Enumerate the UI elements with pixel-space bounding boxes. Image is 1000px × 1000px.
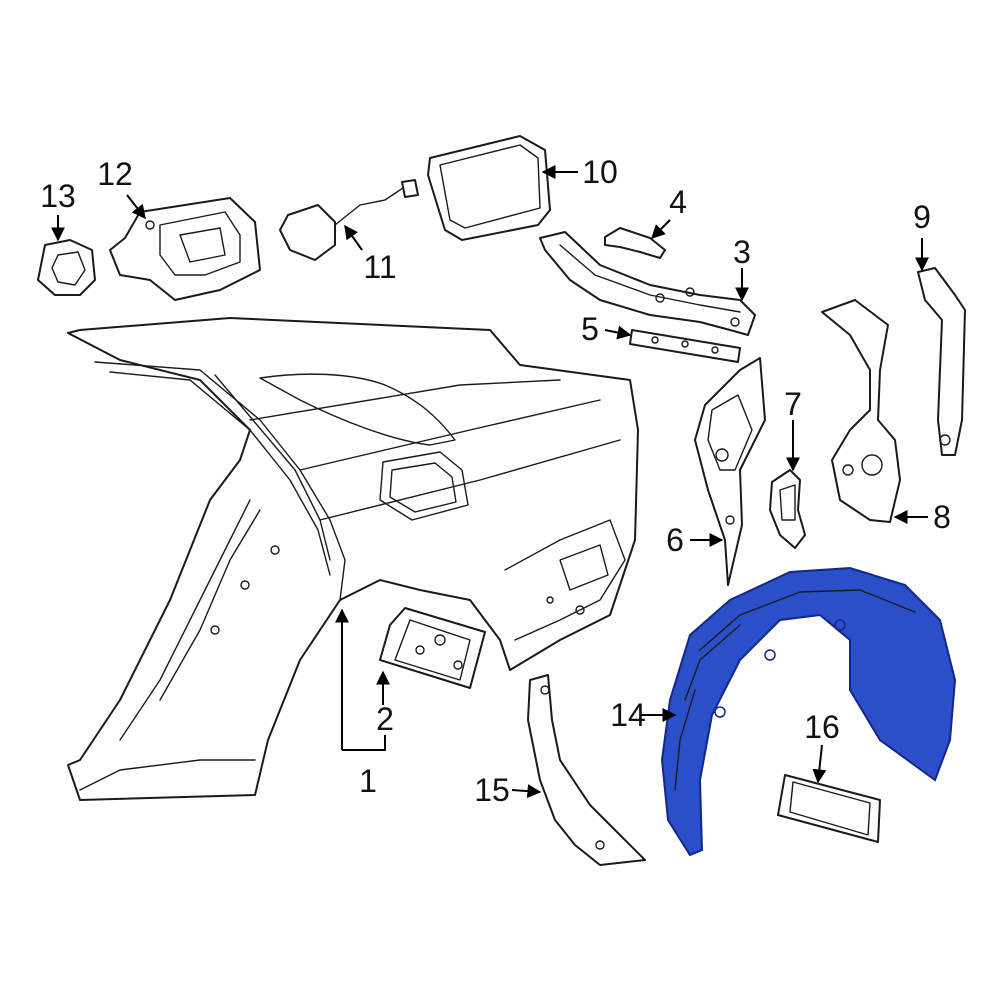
part-9-pillar-bracket [917,267,966,456]
callout-8: 8 [933,499,951,535]
part-4-clip [604,227,666,259]
callout-1: 1 [359,763,377,799]
callout-4: 4 [669,184,687,220]
part-16-vent [777,774,881,843]
part-13-grommet [37,239,96,296]
callout-6: 6 [666,522,684,558]
part-7-latch [769,469,806,549]
part-12-filler-housing [109,197,261,301]
callout-10: 10 [582,154,618,190]
part-14-wheelhouse-liner [660,566,957,857]
callout-3: 3 [733,234,751,270]
callout-14: 14 [610,697,646,733]
callout-12: 12 [97,156,133,192]
callout-9: 9 [913,199,931,235]
part-3-upper-bracket [539,231,756,336]
callout-13: 13 [40,178,76,214]
part-11-actuator [279,179,419,261]
callout-labels: 1 2 3 4 5 6 7 8 9 10 11 12 13 14 15 16 [40,154,951,808]
callout-11: 11 [363,249,396,285]
part-8-reinforcement [821,299,901,523]
callout-5: 5 [581,311,599,347]
callout-2: 2 [376,701,394,737]
part-10-fuel-door [427,135,551,241]
part-2-bracket [379,607,486,689]
callout-16: 16 [804,709,840,745]
leader-lines [51,165,929,799]
callout-7: 7 [784,386,802,422]
part-1-quarter-panel [67,317,639,801]
part-5-plate [629,329,741,363]
part-15-lower-bracket [527,674,646,866]
part-6-inner-bracket [694,357,766,586]
callout-15: 15 [474,772,510,808]
